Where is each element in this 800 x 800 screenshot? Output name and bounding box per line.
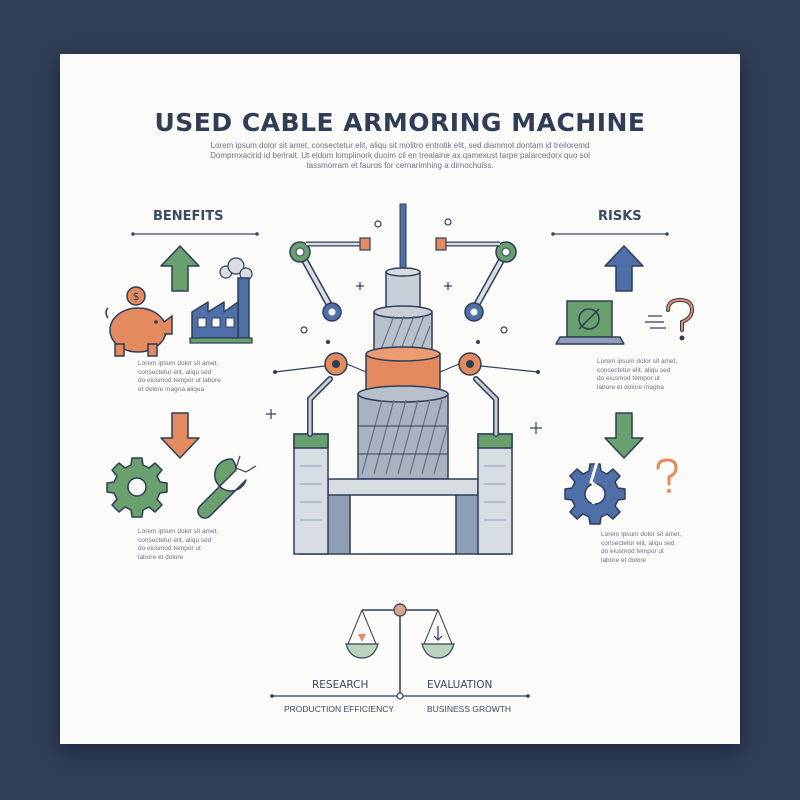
- benefits-text-2-line: consectetur elit, aliqu sed: [138, 536, 212, 544]
- balance-scale-icon: [345, 603, 455, 694]
- benefits-text-1-line: et dolore magna aliqua: [138, 385, 205, 393]
- benefits-text-2-line: Lorem ipsum dolor sit amet,: [138, 528, 219, 535]
- benefits-text-2-line: labore et dolore: [138, 553, 184, 561]
- arrow-up-green-icon: [160, 245, 200, 292]
- small-question-icon: [656, 458, 678, 493]
- arrow-down-green-icon: [604, 412, 644, 459]
- gear-icon: [106, 457, 168, 518]
- benefits-text-1-line: Lorem ipsum dolor sit amet,: [138, 360, 219, 367]
- piggy-bank-icon: [105, 307, 173, 357]
- bottom-divider: [270, 692, 530, 700]
- risks-heading: RISKS: [598, 209, 642, 224]
- question-mark-icon: [645, 297, 695, 341]
- business-growth-label: BUSINESS GROWTH: [427, 704, 512, 714]
- subtitle-line-2: Domprnxacirid id berlrait. Ut eldom lomp…: [210, 151, 590, 160]
- risks-text-1-line: labore et dolore magna: [597, 383, 664, 391]
- wrench-icon: [197, 455, 257, 519]
- arrow-down-orange-icon: [160, 412, 200, 459]
- page-title: USED CABLE ARMORING MACHINE: [154, 108, 646, 137]
- risks-text-1-line: do eiusmod tempor ut: [597, 375, 660, 382]
- risks-text-2-line: do eiusmod tempor ut: [601, 548, 664, 555]
- evaluation-label: EVALUATION: [427, 679, 493, 691]
- benefits-text-1-line: do eiusmod tempor ut labore: [138, 377, 221, 384]
- broken-gear-icon: [564, 461, 626, 525]
- monitor-icon: [555, 300, 625, 345]
- risks-underline: [551, 232, 669, 236]
- benefits-underline: [131, 232, 259, 236]
- production-efficiency-label: PRODUCTION EFFICIENCY: [284, 704, 395, 714]
- svg-text:$: $: [133, 290, 140, 303]
- risks-text-2-line: labore et dolore: [601, 556, 647, 564]
- benefits-text-2-line: do eiusmod tempor ut: [138, 545, 201, 552]
- benefits-text-2: Lorem ipsum dolor sit amet, consectetur …: [138, 528, 238, 562]
- factory-icon: [189, 257, 253, 344]
- infographic-card: USED CABLE ARMORING MACHINE Lorem ipsum …: [60, 54, 740, 744]
- subtitle-line-1: Lorem ipsum dolor sit amet, consectetur …: [210, 141, 590, 150]
- arrow-up-blue-icon: [604, 245, 644, 292]
- coin-icon: $: [126, 286, 146, 306]
- cable-armoring-machine: [266, 203, 542, 555]
- research-label: RESEARCH: [312, 679, 369, 691]
- risks-text-1: Lorem ipsum dolor sit amet, consectetur …: [597, 358, 697, 392]
- risks-text-2-line: Lorem ipsum dolor sit amet,: [601, 531, 682, 538]
- risks-text-1-line: consectetur elit, aliqu sed: [597, 366, 671, 374]
- benefits-text-1-line: consectetur elit, aliqu sed: [138, 368, 212, 376]
- benefits-text-1: Lorem ipsum dolor sit amet, consectetur …: [138, 360, 238, 394]
- risks-text-2: Lorem ipsum dolor sit amet, consectetur …: [601, 531, 701, 565]
- benefits-heading: BENEFITS: [153, 209, 224, 224]
- risks-text-1-line: Lorem ipsum dolor sit amet,: [597, 358, 678, 365]
- subtitle-line-3: tassmorram et fauros for cernarimhing a …: [306, 161, 494, 170]
- risks-text-2-line: consectetur elit, aliqu sed: [601, 539, 675, 547]
- diagram-illustration: $: [105, 203, 695, 700]
